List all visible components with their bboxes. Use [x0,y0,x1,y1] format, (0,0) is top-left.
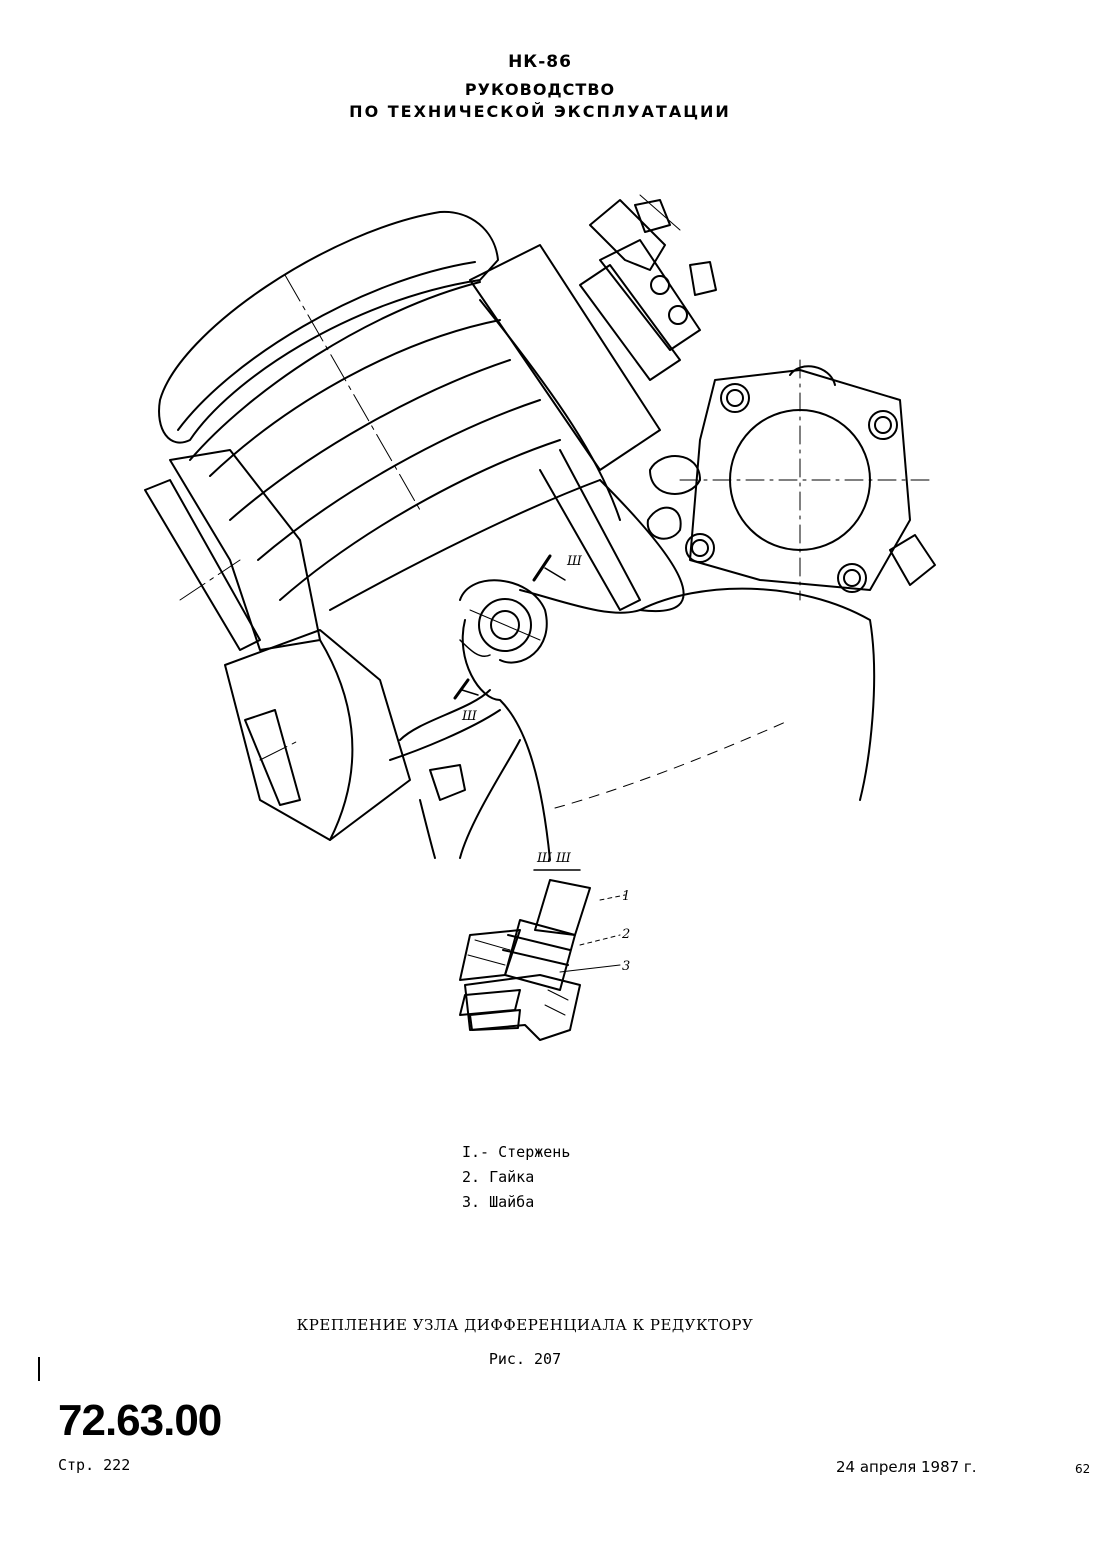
lower-mounting-arm [389,579,876,861]
document-code: 72.63.00 [58,1396,222,1445]
parts-legend: I.- Стержень 2. Гайка 3. Шайба [462,1140,570,1215]
manual-title-line2: ПО ТЕХНИЧЕСКОЙ ЭКСПЛУАТАЦИИ [349,102,731,121]
manual-model: НК-86 [508,52,572,72]
figure-caption: КРЕПЛЕНИЕ УЗЛА ДИФФЕРЕНЦИАЛА К РЕДУКТОРУ [296,1316,754,1334]
center-lines [179,274,421,761]
top-bracket-assembly [579,194,717,381]
section-marker-bottom: Ш [453,678,479,724]
flange-plate [646,359,936,601]
legend-item: I.- Стержень [462,1143,571,1161]
callout-2: 2 [621,927,630,942]
section-marker-top-label: Ш [566,554,583,569]
page-number: Стр. 222 [58,1456,131,1474]
legend-item: 3. Шайба [462,1193,535,1211]
manual-title-line1: РУКОВОДСТВО [464,80,616,99]
figure-number: Рис. 207 [488,1350,562,1368]
corner-number: 62 [1075,1462,1091,1476]
section-title: Ш Ш [536,851,572,866]
technical-drawing: Ш Ш Ш Ш 1 2 3 [144,194,936,1041]
legend-item: 2. Гайка [462,1168,535,1186]
section-marker-top: Ш [532,554,583,582]
section-marker-bottom-label: Ш [461,709,478,724]
differential-housing [144,210,685,841]
callout-3: 3 [622,959,630,974]
margin-mark [38,1357,40,1381]
revision-date: 24 апреля 1987 г. [836,1458,977,1476]
callout-1: 1 [622,889,630,904]
section-detail: Ш Ш 1 2 3 [459,851,630,1041]
